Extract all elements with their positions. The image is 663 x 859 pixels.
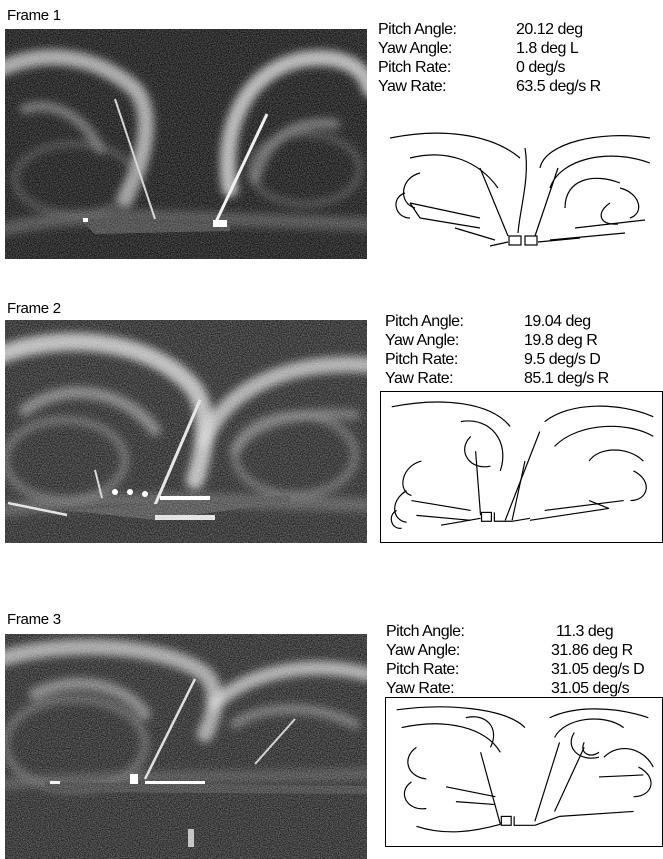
frame-3-title: Frame 3 (7, 611, 61, 628)
param-row: Pitch Rate: 0 deg/s (378, 58, 663, 77)
param-value: 63.5 deg/s R (516, 77, 601, 96)
frame-1-title: Frame 1 (7, 7, 61, 24)
param-value: 31.05 deg/s D (551, 660, 644, 679)
param-row: Yaw Rate: 85.1 deg/s R (385, 369, 663, 388)
frame-2-flow-sketch (380, 391, 663, 543)
frame-2-title: Frame 2 (7, 300, 61, 317)
frame-1-flow-sketch (380, 118, 663, 260)
param-value: 31.05 deg/s (551, 679, 629, 698)
param-value: 11.3 deg (556, 622, 613, 641)
frame-2-readout: Pitch Angle: 19.04 deg Yaw Angle: 19.8 deg… (385, 312, 663, 388)
param-label: Yaw Angle: (385, 331, 459, 350)
frame-3-readout: Pitch Angle: 11.3 deg Yaw Angle: 31.86 deg… (386, 622, 663, 698)
param-row: Pitch Angle: 19.04 deg (385, 312, 663, 331)
param-label: Yaw Angle: (386, 641, 460, 660)
param-value: 19.8 deg R (524, 331, 597, 350)
param-row: Pitch Rate: 31.05 deg/s D (386, 660, 663, 679)
param-value: 1.8 deg L (516, 39, 578, 58)
param-value: 85.1 deg/s R (524, 369, 609, 388)
param-row: Yaw Angle: 19.8 deg R (385, 331, 663, 350)
frame-2-smoke-photo (5, 320, 367, 543)
param-value: 31.86 deg R (551, 641, 633, 660)
param-label: Pitch Rate: (386, 660, 459, 679)
param-label: Pitch Rate: (385, 350, 458, 369)
param-label: Yaw Rate: (385, 369, 453, 388)
param-row: Yaw Rate: 31.05 deg/s (386, 679, 663, 698)
param-label: Yaw Angle: (378, 39, 452, 58)
param-label: Pitch Angle: (386, 622, 465, 641)
frame-3-flow-sketch (385, 697, 663, 847)
param-row: Yaw Rate: 63.5 deg/s R (378, 77, 663, 96)
param-label: Yaw Rate: (386, 679, 454, 698)
param-row: Yaw Angle: 31.86 deg R (386, 641, 663, 660)
param-value: 19.04 deg (524, 312, 591, 331)
frame-1-smoke-photo (5, 29, 367, 259)
param-row: Pitch Angle: 11.3 deg (386, 622, 663, 641)
param-label: Pitch Rate: (378, 58, 451, 77)
param-label: Pitch Angle: (385, 312, 464, 331)
param-row: Pitch Angle: 20.12 deg (378, 20, 663, 39)
param-row: Pitch Rate: 9.5 deg/s D (385, 350, 663, 369)
param-row: Yaw Angle: 1.8 deg L (378, 39, 663, 58)
param-label: Yaw Rate: (378, 77, 446, 96)
param-value: 9.5 deg/s D (524, 350, 600, 369)
frame-3-smoke-photo (5, 634, 367, 859)
param-value: 0 deg/s (516, 58, 565, 77)
frame-1-readout: Pitch Angle: 20.12 deg Yaw Angle: 1.8 deg … (378, 20, 663, 96)
param-label: Pitch Angle: (378, 20, 457, 39)
param-value: 20.12 deg (516, 20, 583, 39)
